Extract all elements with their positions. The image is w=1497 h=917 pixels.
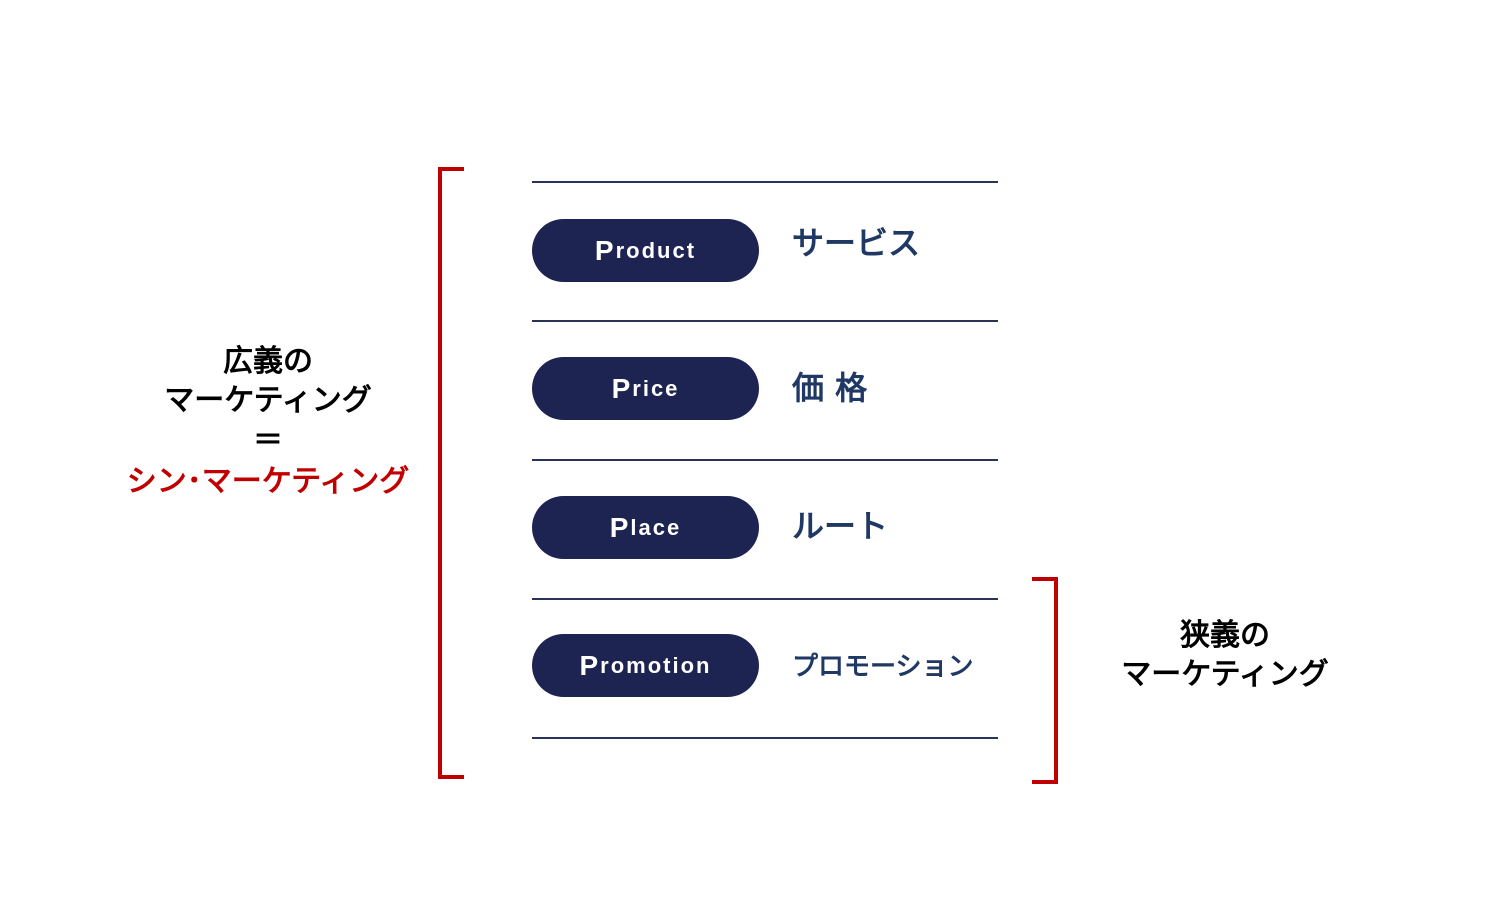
pill-text: rice xyxy=(632,375,680,401)
shin-marketing-label: シン･マーケティング xyxy=(126,464,410,499)
divider-line xyxy=(532,320,998,322)
pill-initial: P xyxy=(579,649,601,681)
divider-line xyxy=(532,459,998,461)
pill-text: roduct xyxy=(615,237,697,263)
product-japanese: サービス xyxy=(792,224,921,262)
pill-initial: P xyxy=(611,372,633,404)
equals-sign: ＝ xyxy=(253,423,283,458)
price-japanese: 価 格 xyxy=(792,369,868,407)
broad-label-line1: 広義の xyxy=(223,344,313,379)
place-japanese: ルート xyxy=(792,507,889,545)
promotion-japanese: プロモーション xyxy=(792,652,974,682)
pill-text: romotion xyxy=(600,652,712,678)
pill-initial: P xyxy=(594,234,616,266)
right-bracket xyxy=(1032,577,1058,784)
divider-line xyxy=(532,598,998,600)
pill-text: lace xyxy=(630,514,682,540)
left-bracket xyxy=(438,167,464,779)
divider-line xyxy=(532,181,998,183)
pill-initial: P xyxy=(609,511,631,543)
narrow-label-line2: マーケティング xyxy=(1121,657,1329,692)
narrow-label-line1: 狭義の xyxy=(1180,618,1270,653)
divider-line xyxy=(532,737,998,739)
broad-label-line2: マーケティング xyxy=(164,383,372,418)
